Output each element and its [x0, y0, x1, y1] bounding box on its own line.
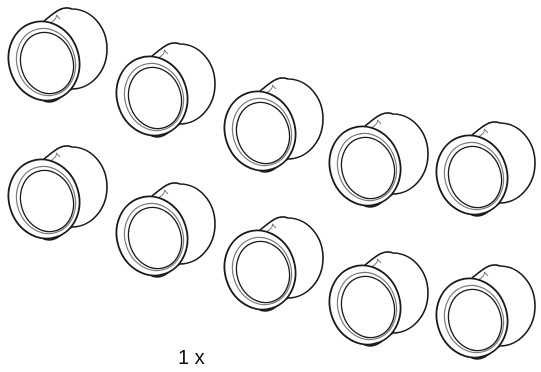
- end-cap-part: [115, 182, 216, 278]
- cap-inner-face: [127, 66, 183, 130]
- cap-inner-face: [235, 101, 291, 165]
- end-cap-part: [223, 216, 324, 312]
- cap-inner-face: [447, 288, 503, 352]
- end-cap-part: [435, 121, 536, 217]
- cap-inner-face: [19, 169, 75, 233]
- end-cap-part: [328, 251, 429, 347]
- cap-inner-face: [340, 275, 396, 339]
- end-cap-part: [7, 145, 108, 241]
- cap-inner-face: [127, 206, 183, 270]
- end-cap-part: [435, 264, 536, 360]
- cap-inner-face: [19, 31, 75, 95]
- end-cap-part: [7, 7, 108, 103]
- end-cap-part: [115, 42, 216, 138]
- cap-inner-face: [235, 240, 291, 304]
- end-cap-part: [223, 77, 324, 173]
- quantity-label: 1 x: [178, 347, 205, 369]
- cap-inner-face: [447, 145, 503, 209]
- cap-inner-face: [340, 136, 396, 200]
- end-cap-part: [328, 112, 429, 208]
